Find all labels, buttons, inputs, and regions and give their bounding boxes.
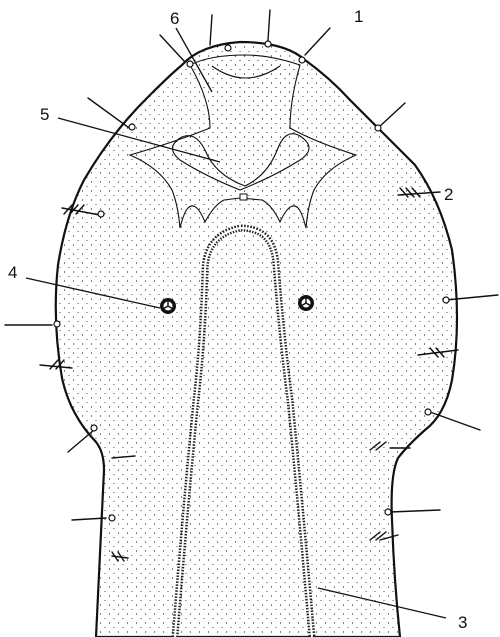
label-3: 3 bbox=[458, 613, 467, 632]
label-6: 6 bbox=[170, 9, 179, 28]
sensory-pit-right bbox=[298, 295, 314, 311]
label-5: 5 bbox=[40, 105, 49, 124]
label-2: 2 bbox=[444, 185, 453, 204]
label-4: 4 bbox=[8, 263, 17, 282]
label-1: 1 bbox=[354, 7, 363, 26]
organ-stalk bbox=[240, 194, 247, 200]
sensory-pit-left bbox=[160, 298, 176, 314]
